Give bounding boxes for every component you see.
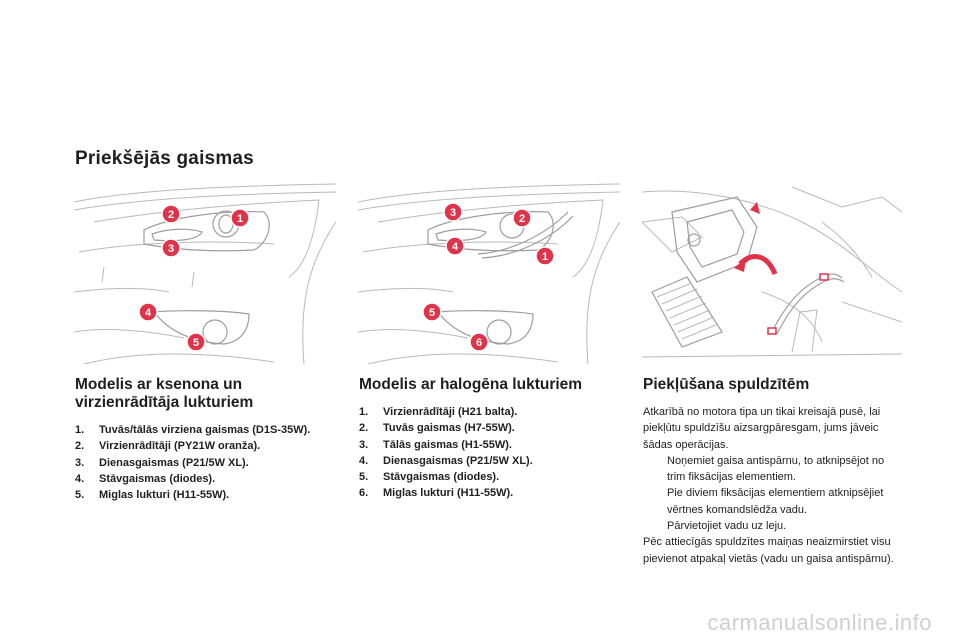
callout-badge: 6 bbox=[469, 332, 489, 352]
xenon-heading: Modelis ar ksenona un virzienrādītāja lu… bbox=[75, 376, 254, 411]
svg-text:3: 3 bbox=[450, 207, 456, 219]
engine-bay-access-illustration bbox=[642, 182, 902, 364]
list-item: 6.Miglas lukturi (H11-55W). bbox=[359, 487, 514, 500]
list-item: 4.Stāvgaismas (diodes). bbox=[75, 472, 216, 485]
list-item: 3.Tālās gaismas (H1-55W). bbox=[359, 438, 512, 451]
list-item: 4.Dienasgaismas (P21/5W XL). bbox=[359, 454, 533, 467]
callout-badge: 1 bbox=[535, 246, 555, 266]
access-intro: Atkarībā no motora tipa un tikai kreisaj… bbox=[643, 406, 881, 451]
access-section: Piekļūšana spuldzītēm Atkarībā no motora… bbox=[643, 376, 901, 567]
xenon-bulb-list: 1.Tuvās/tālās virziena gaismas (D1S-35W)… bbox=[75, 422, 325, 503]
callout-badge: 1 bbox=[230, 208, 250, 228]
svg-text:4: 4 bbox=[452, 241, 459, 253]
svg-text:2: 2 bbox=[519, 213, 525, 225]
halogen-bulb-list: 1.Virzienrādītāji (H21 balta). 2.Tuvās g… bbox=[359, 404, 619, 502]
callout-badge: 2 bbox=[161, 204, 181, 224]
svg-text:4: 4 bbox=[145, 307, 152, 319]
list-item: 5.Stāvgaismas (diodes). bbox=[359, 471, 500, 484]
page-title: Priekšējās gaismas bbox=[75, 148, 254, 169]
svg-text:3: 3 bbox=[168, 243, 174, 255]
svg-text:1: 1 bbox=[237, 213, 243, 225]
list-item: 3.Dienasgaismas (P21/5W XL). bbox=[75, 456, 249, 469]
callout-badge: 3 bbox=[443, 202, 463, 222]
xenon-headlamp-illustration: 2 1 3 4 5 bbox=[74, 182, 336, 364]
callout-badge: 2 bbox=[512, 208, 532, 228]
callout-badge: 5 bbox=[186, 332, 206, 352]
halogen-heading: Modelis ar halogēna lukturiem bbox=[359, 376, 583, 393]
svg-text:6: 6 bbox=[476, 337, 482, 349]
access-heading: Piekļūšana spuldzītēm bbox=[643, 376, 810, 393]
list-item: 1.Virzienrādītāji (H21 balta). bbox=[359, 406, 518, 418]
xenon-section: Modelis ar ksenona un virzienrādītāja lu… bbox=[75, 376, 325, 503]
list-item: Pie diviem fiksācijas elementiem atknips… bbox=[667, 487, 884, 516]
callout-badge: 4 bbox=[445, 236, 465, 256]
list-item: 2.Tuvās gaismas (H7-55W). bbox=[359, 422, 515, 435]
svg-text:5: 5 bbox=[193, 337, 199, 349]
callout-badge: 5 bbox=[422, 302, 442, 322]
svg-text:1: 1 bbox=[542, 251, 548, 263]
list-item: 5.Miglas lukturi (H11-55W). bbox=[75, 489, 230, 502]
list-item: Noņemiet gaisa antispārnu, to atknipsējo… bbox=[667, 454, 885, 484]
svg-text:2: 2 bbox=[168, 209, 174, 221]
air-duct bbox=[651, 276, 723, 348]
list-item: Pārvietojiet vadu uz leju. bbox=[667, 520, 787, 533]
access-outro: Pēc attiecīgās spuldzītes maiņas neaizmi… bbox=[643, 536, 894, 565]
list-item: 2.Virzienrādītāji (PY21W oranža). bbox=[75, 440, 261, 453]
halogen-headlamp-illustration: 3 2 4 1 5 6 bbox=[358, 182, 620, 364]
list-item: 1.Tuvās/tālās virziena gaismas (D1S-35W)… bbox=[75, 424, 311, 436]
halogen-section: Modelis ar halogēna lukturiem 1.Virzienr… bbox=[359, 376, 619, 502]
watermark: carmanualsonline.info bbox=[707, 610, 932, 635]
callout-badge: 4 bbox=[138, 302, 158, 322]
svg-text:5: 5 bbox=[429, 307, 435, 319]
callout-badge: 3 bbox=[161, 238, 181, 258]
